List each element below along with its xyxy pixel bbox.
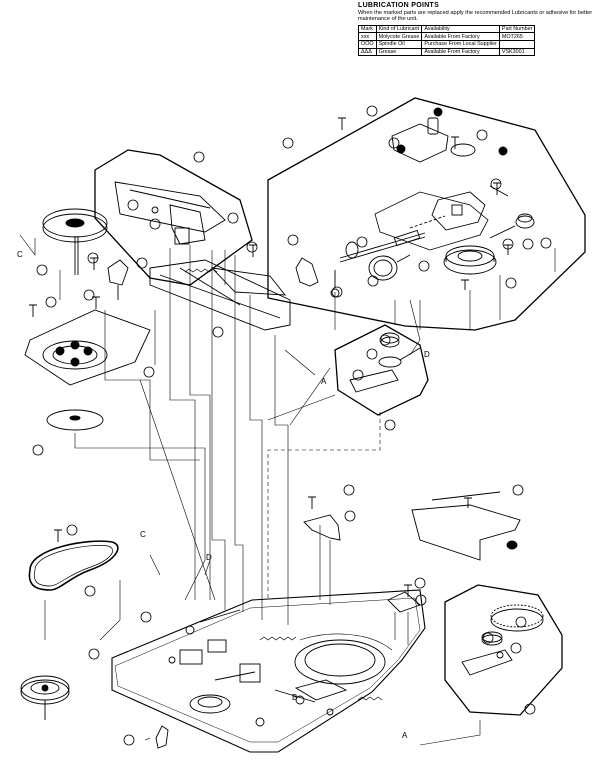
frame-top-middle: [94, 149, 253, 286]
main-chassis: [111, 589, 426, 753]
screws: [29, 117, 512, 597]
part-callouts: [32, 105, 552, 746]
slider-rail: [149, 259, 291, 331]
turntable-assembly: [24, 208, 151, 431]
motor-assembly: [295, 107, 535, 298]
lubrication-row: ΔΔΔ Grease Available From Factory VSK300…: [358, 47, 536, 57]
flywheel: [20, 675, 70, 720]
row-kind: Grease: [375, 47, 423, 57]
label-a-mid: A: [321, 377, 327, 386]
label-b-base: B: [292, 693, 297, 702]
drive-belt: [28, 540, 119, 591]
label-a-bottom: A: [402, 731, 408, 740]
lubrication-header-row: Mark Kind of Lubricant Availability Part…: [358, 24, 536, 34]
guide-lines: [19, 234, 556, 746]
frame-gear-bottom-right: [444, 584, 563, 716]
bracket-parts: [303, 491, 521, 613]
lubrication-points-panel: LUBRICATION POINTS When the marked parts…: [332, 2, 602, 57]
frame-top-right: [267, 97, 586, 331]
row-availability: Available From Factory: [421, 47, 500, 57]
lubrication-title: LUBRICATION POINTS: [358, 2, 440, 9]
lubrication-note: When the marked parts are replaced apply…: [358, 10, 593, 23]
label-d-right: D: [424, 350, 430, 359]
lubrication-table: Mark Kind of Lubricant Availability Part…: [358, 24, 536, 57]
row-part-number: VSK3001: [498, 47, 536, 57]
small-gear-assembly: [349, 332, 421, 393]
label-c-mid: C: [140, 530, 146, 539]
label-d-mid: D: [206, 553, 212, 562]
label-c-top: C: [17, 250, 23, 259]
frame-gear-small: [334, 324, 429, 416]
large-gear-assembly: [461, 604, 544, 676]
slider-part: [114, 181, 226, 245]
clip-part: [155, 725, 169, 749]
